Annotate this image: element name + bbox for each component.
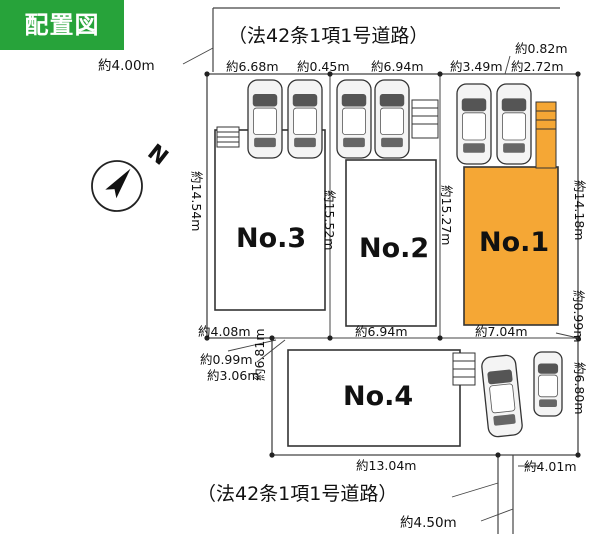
lot-label-no4: No.4 bbox=[343, 381, 413, 412]
dim-no2-side: 約15.52m bbox=[322, 190, 337, 250]
parked-car-icon bbox=[533, 351, 563, 417]
dim-right-jog: 約0.99m bbox=[571, 290, 586, 343]
survey-marker bbox=[204, 71, 210, 77]
dim-no3-side: 約14.54m bbox=[189, 171, 204, 231]
dim-no1-right-side: 約14.18m bbox=[572, 180, 587, 240]
steps-no2 bbox=[411, 99, 439, 139]
survey-marker bbox=[437, 335, 443, 341]
dim-road-width-south: 約4.50m bbox=[400, 515, 457, 531]
survey-marker bbox=[327, 335, 333, 341]
dim-no1-left-side: 約15.27m bbox=[439, 185, 454, 245]
parked-car-icon bbox=[374, 79, 410, 159]
compass-north-label: N bbox=[143, 140, 173, 171]
lot-label-no3: No.3 bbox=[236, 223, 306, 254]
dimension-leaders bbox=[182, 47, 579, 522]
survey-marker bbox=[495, 452, 501, 458]
road-label-north: （法42条1項1号道路） bbox=[228, 25, 428, 47]
parked-car-icon bbox=[496, 83, 532, 165]
survey-marker bbox=[269, 452, 275, 458]
dim-no1-bottom: 約7.04m bbox=[475, 324, 528, 339]
dim-no1-top-small: 約0.82m bbox=[515, 41, 568, 56]
parked-car-icon bbox=[247, 79, 283, 159]
dim-no2-top: 約6.94m bbox=[371, 59, 424, 74]
dim-no3-bottom: 約4.08m bbox=[198, 324, 251, 339]
parked-car-icon bbox=[336, 79, 372, 159]
dim-south-right: 約4.01m bbox=[524, 459, 577, 474]
survey-marker bbox=[575, 452, 581, 458]
entrance-steps bbox=[216, 99, 557, 386]
steps-no4 bbox=[452, 352, 476, 386]
dim-no4-bottom: 約13.04m bbox=[356, 458, 416, 473]
lot-label-no2: No.2 bbox=[359, 233, 429, 264]
dim-no1-top: 約3.49m bbox=[450, 59, 503, 74]
road-lines bbox=[212, 7, 560, 534]
dim-no4-right-side: 約6.80m bbox=[572, 362, 587, 415]
dim-left-jog-2: 約3.06m bbox=[207, 368, 260, 383]
parked-car-icon bbox=[481, 354, 523, 438]
dim-no3-top: 約6.68m bbox=[226, 59, 279, 74]
survey-marker bbox=[327, 71, 333, 77]
parked-car-icon bbox=[287, 79, 323, 159]
dim-no2-bottom: 約6.94m bbox=[355, 324, 408, 339]
north-compass: N bbox=[91, 140, 173, 212]
steps-no3 bbox=[216, 126, 240, 148]
lot-no4-building bbox=[287, 349, 461, 447]
survey-markers bbox=[204, 71, 581, 458]
dim-road-width-north: 約4.00m bbox=[98, 58, 155, 74]
dim-gap-no3-no2: 約0.45m bbox=[297, 59, 350, 74]
lot-no1-building bbox=[463, 166, 559, 326]
compass-arrow-icon bbox=[105, 168, 131, 199]
road-label-south: （法42条1項1号道路） bbox=[197, 483, 397, 505]
survey-marker bbox=[204, 335, 210, 341]
title-badge: 配置図 bbox=[0, 0, 124, 50]
parking-cars bbox=[247, 79, 563, 438]
lot-label-no1: No.1 bbox=[479, 227, 549, 258]
dim-no1-top-right: 約2.72m bbox=[511, 59, 564, 74]
survey-marker bbox=[575, 71, 581, 77]
survey-marker bbox=[269, 335, 275, 341]
steps-no1 bbox=[535, 101, 557, 169]
dim-left-jog: 約0.99m bbox=[200, 352, 253, 367]
survey-marker bbox=[437, 71, 443, 77]
lot-no2-building bbox=[345, 159, 437, 327]
parked-car-icon bbox=[456, 83, 492, 165]
dim-no4-left-side: 約6.81m bbox=[252, 328, 267, 381]
